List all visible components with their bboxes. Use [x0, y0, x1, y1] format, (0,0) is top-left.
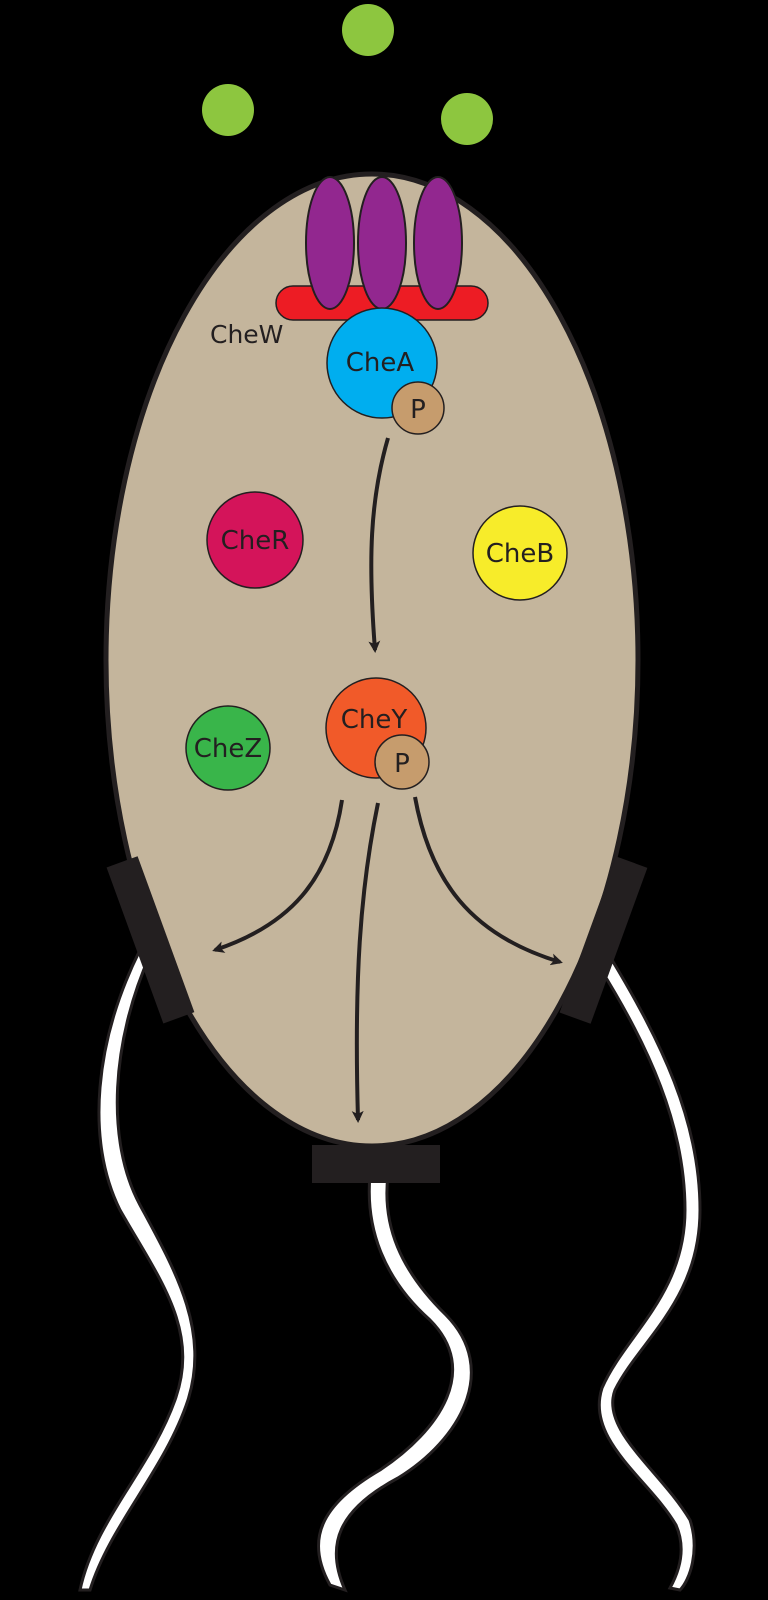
attractant-molecule — [441, 93, 493, 145]
flagellar-motor-left — [106, 856, 195, 1024]
receptor — [305, 176, 355, 310]
chey-phosphate-label: P — [394, 749, 410, 779]
arrow-chea-to-chey — [368, 437, 390, 653]
chey-phosphate — [374, 734, 430, 790]
cheb-label: CheB — [486, 539, 554, 569]
receptor — [413, 176, 463, 310]
cher-circle — [206, 491, 304, 589]
chea-phosphate — [391, 381, 445, 435]
attractant-molecule — [342, 4, 394, 56]
flagellum-middle — [316, 1173, 473, 1593]
cheb-circle — [472, 505, 568, 601]
cher-label: CheR — [221, 526, 290, 556]
arrow-chey-to-bottom-motor — [351, 802, 380, 1123]
chea-label: CheA — [346, 348, 415, 378]
chez-label: CheZ — [194, 734, 262, 764]
attractant-molecule — [202, 84, 254, 136]
receptor — [357, 176, 407, 310]
chea-phosphate-label: P — [410, 395, 426, 425]
chez-circle — [185, 705, 271, 791]
arrow-chey-to-right-motor — [413, 796, 563, 966]
chew-label: CheW — [210, 320, 283, 349]
flagellum-right — [597, 957, 702, 1592]
chey-label: CheY — [341, 705, 408, 735]
flagellar-motor-right — [559, 856, 648, 1024]
flagellar-motor-bottom — [312, 1145, 440, 1183]
flagellum-left — [78, 947, 197, 1592]
arrow-chey-to-left-motor — [212, 799, 344, 953]
